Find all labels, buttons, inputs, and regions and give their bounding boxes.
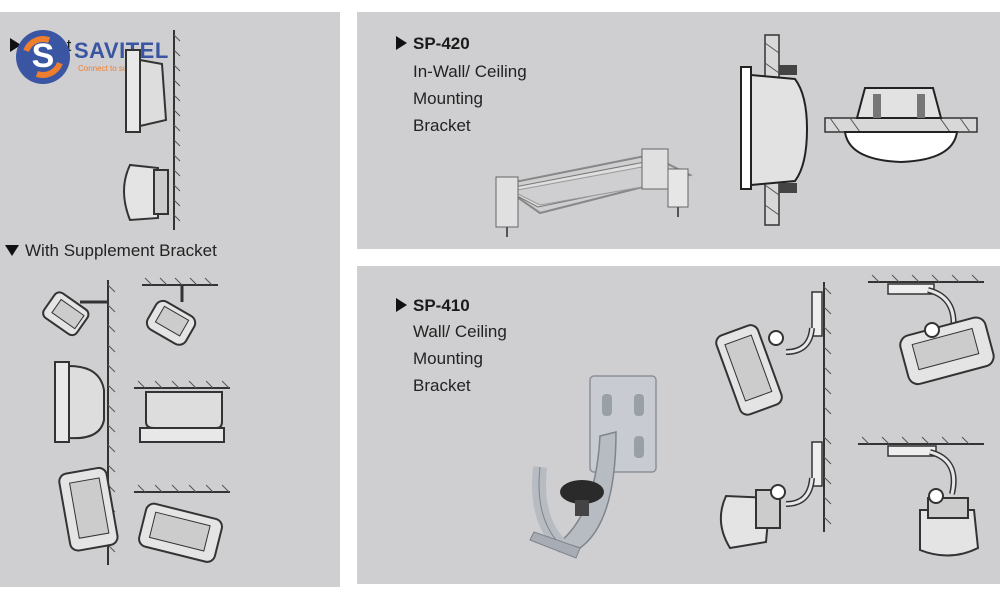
sp410-ceiling-illustration-bottom <box>858 436 984 557</box>
sp420-inwall-illustration <box>740 34 809 226</box>
play-triangle-icon <box>10 38 21 52</box>
sp410-panel <box>357 266 1000 584</box>
direct-wall-speaker-illustration <box>123 30 181 230</box>
sp410-bracket-photo-illustration <box>529 375 657 559</box>
savitel-logo: S SAVITEL Connect to success <box>15 29 176 90</box>
sp410-title-text: SP-410 <box>413 296 470 315</box>
sp420-ceiling-illustration <box>824 87 978 164</box>
sp420-line-2: Mounting <box>413 89 483 108</box>
sp420-bracket-frame-illustration <box>495 148 693 237</box>
sp410-line-1: Wall/ Ceiling <box>413 322 507 341</box>
sp420-line-1: In-Wall/ Ceiling <box>413 62 527 81</box>
logo-letter: S <box>31 37 55 75</box>
sp410-wall-illustration-bottom <box>719 432 832 550</box>
sp410-line-3: Bracket <box>413 376 471 395</box>
sp420-title-text: SP-420 <box>413 34 470 53</box>
logo-brand-name: SAVITEL <box>74 38 169 63</box>
sp410-title: SP-410 <box>396 296 470 316</box>
sp420-line-3: Bracket <box>413 116 471 135</box>
sp420-title: SP-420 <box>396 34 470 54</box>
logo-tagline: Connect to success <box>78 64 148 73</box>
play-triangle-icon <box>396 298 407 312</box>
down-triangle-icon <box>5 245 19 256</box>
supplement-heading: With Supplement Bracket <box>5 241 217 261</box>
logo-mark <box>15 29 71 85</box>
sp410-wall-illustration-top <box>715 282 832 432</box>
supplement-label: With Supplement Bracket <box>25 241 217 260</box>
play-triangle-icon <box>396 36 407 50</box>
sp410-ceiling-illustration-top <box>868 274 995 386</box>
sp420-description: In-Wall/ Ceiling Mounting Bracket <box>413 58 527 139</box>
supplement-bracket-illustrations <box>42 277 230 565</box>
sp410-description: Wall/ Ceiling Mounting Bracket <box>413 318 507 399</box>
sp410-line-2: Mounting <box>413 349 483 368</box>
